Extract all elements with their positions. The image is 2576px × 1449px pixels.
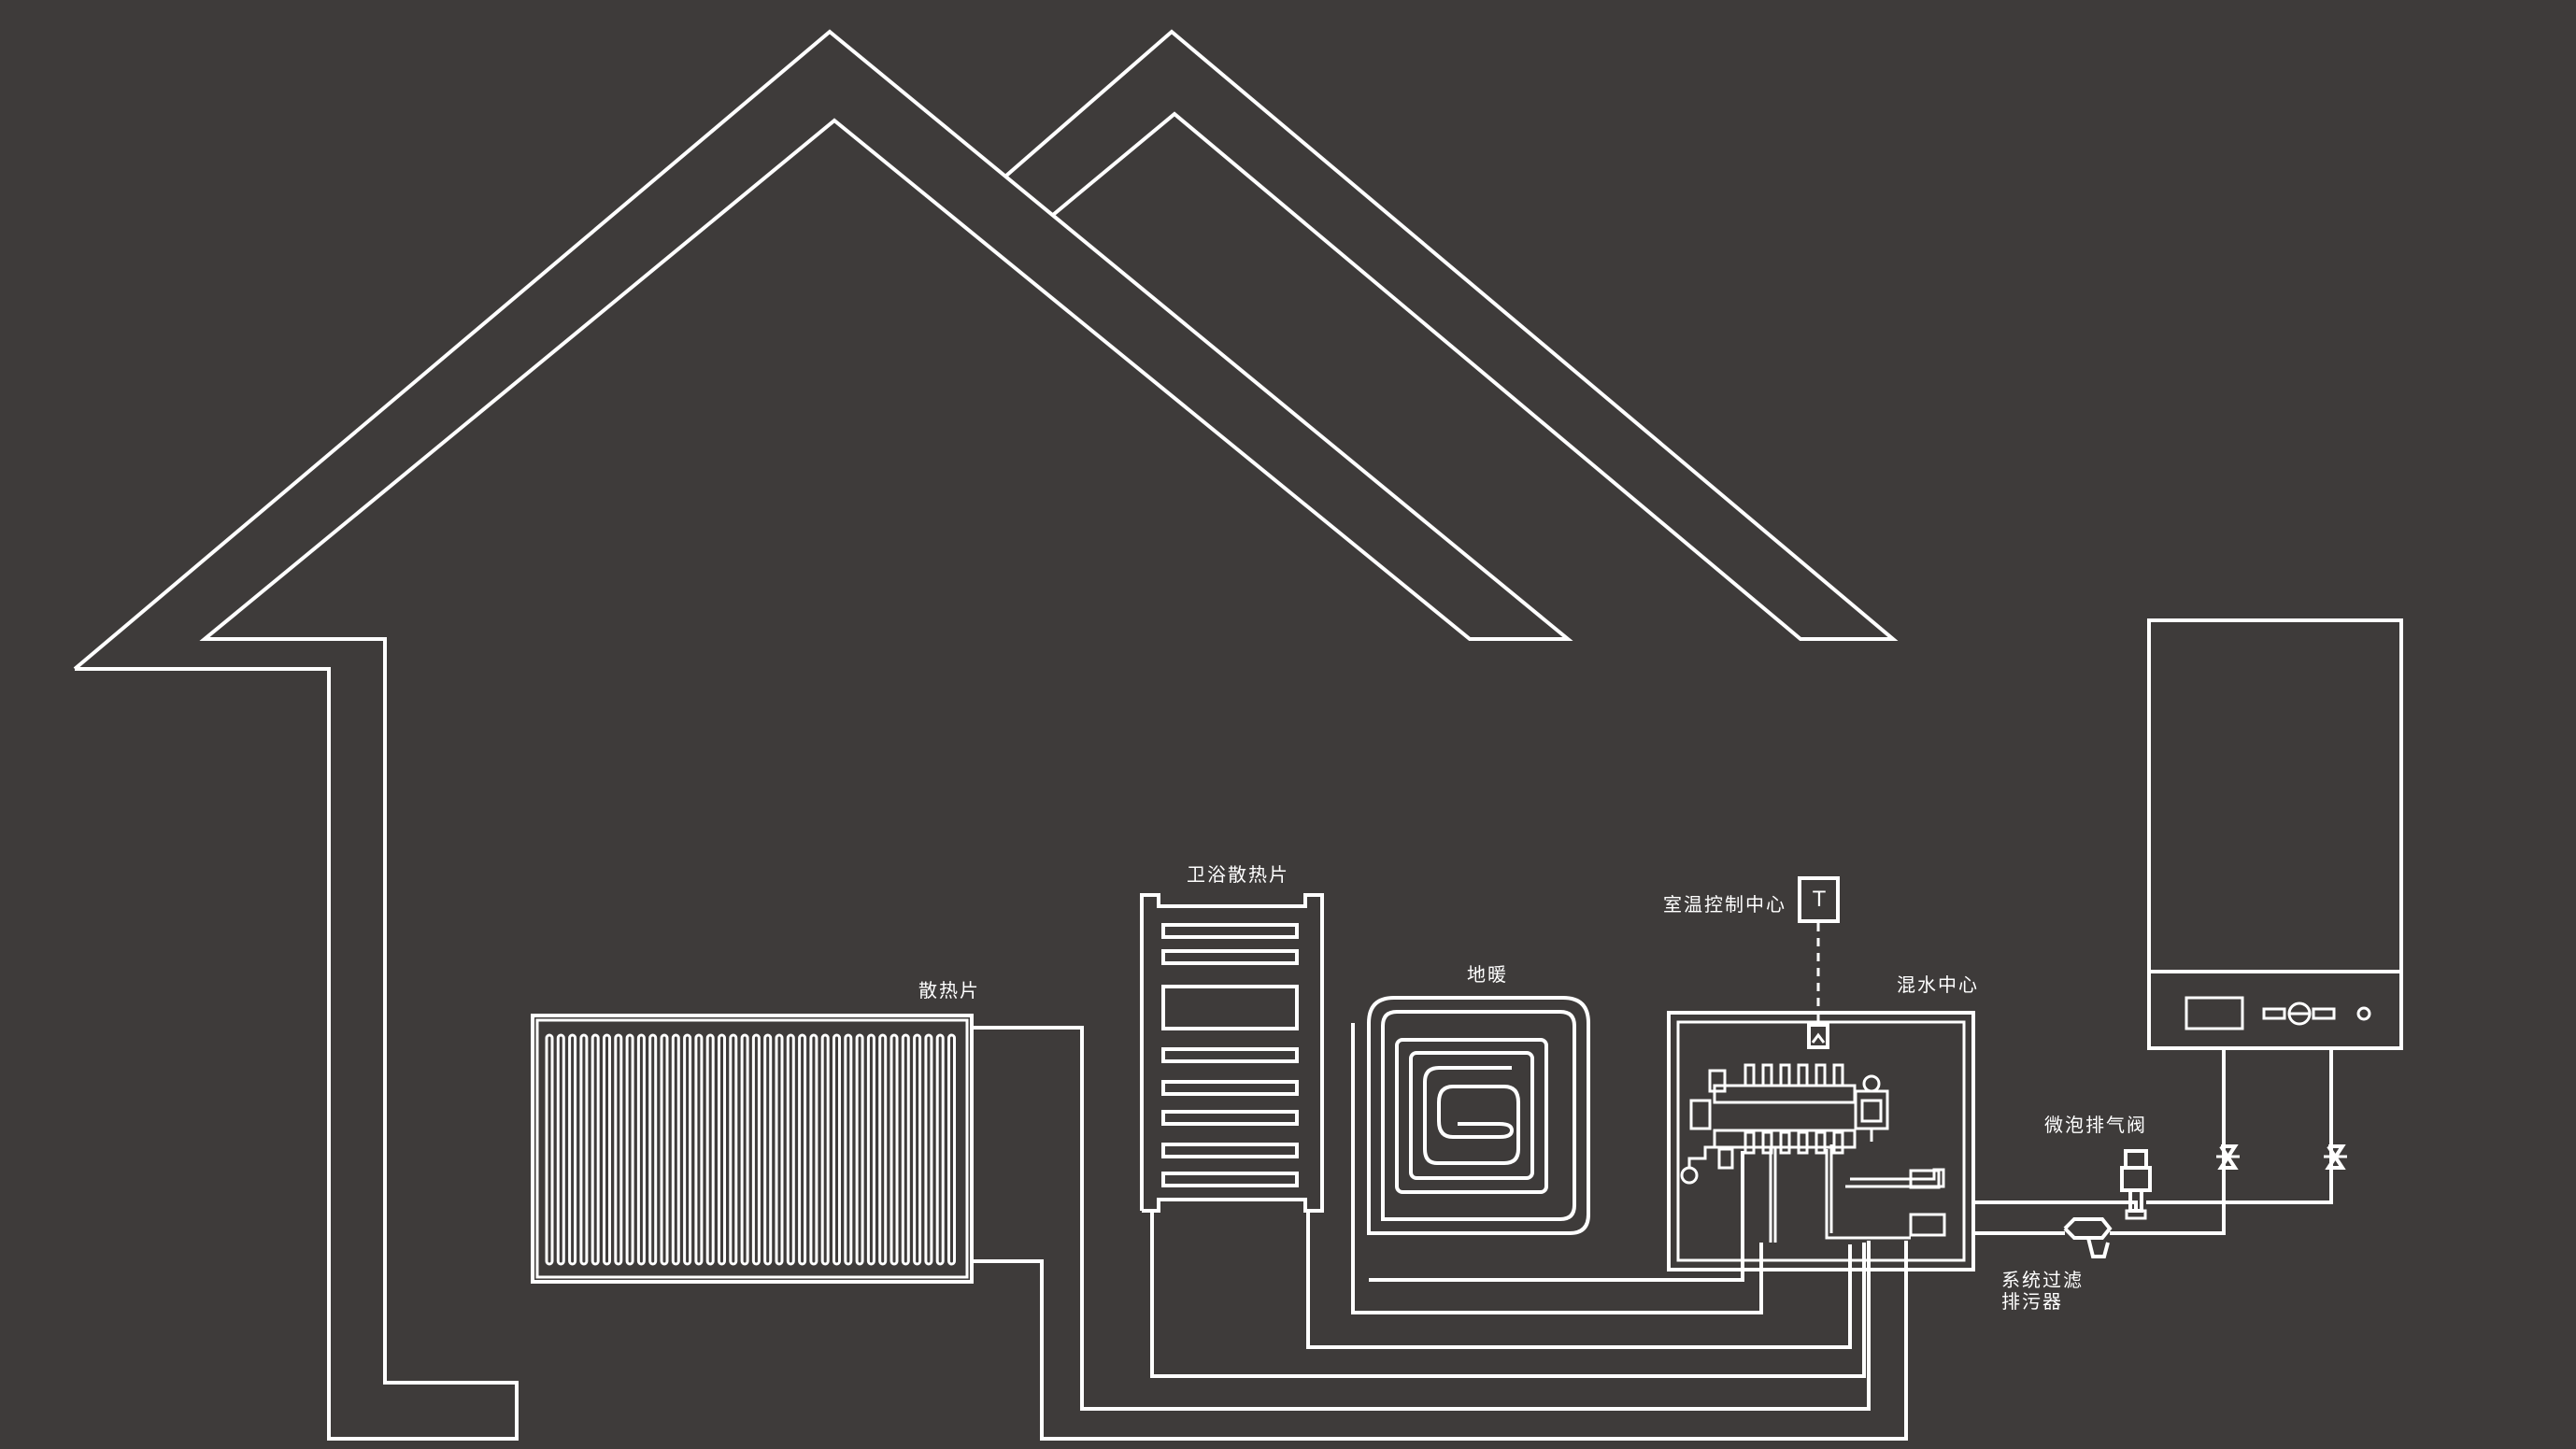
radiator-fin (901, 1033, 910, 1266)
radiator-fin (820, 1033, 830, 1266)
radiator (531, 1014, 974, 1284)
manifold-valve (1797, 1063, 1809, 1087)
manifold-port (1797, 1130, 1809, 1155)
radiator-fin (855, 1033, 864, 1266)
radiator-fin (648, 1033, 658, 1266)
radiator-fin (660, 1033, 669, 1266)
system-filter (2063, 1217, 2113, 1258)
radiator-fin (705, 1033, 715, 1266)
radiator-fin (603, 1033, 611, 1266)
radiator-fin (786, 1033, 795, 1266)
manifold-port (1832, 1130, 1844, 1155)
radiator-fin (568, 1033, 577, 1266)
radiator-fin (798, 1033, 807, 1266)
mixing-center-label: 混水中心 (1897, 973, 1979, 996)
thermostat-center-label: 室温控制中心 (1663, 893, 1786, 916)
radiator-fin (591, 1033, 600, 1266)
manifold-port (1779, 1130, 1791, 1155)
radiator-fin (579, 1033, 589, 1266)
floor-heating-coil (1367, 996, 1590, 1235)
thermostat (1798, 876, 1840, 1023)
air-vent-label: 微泡排气阀 (2044, 1114, 2147, 1136)
radiator-fin (913, 1033, 922, 1266)
wall-boiler (2147, 618, 2403, 1050)
manifold-valve (1743, 1063, 1756, 1087)
radiator-fin (775, 1033, 784, 1266)
manifold-valve (1779, 1063, 1791, 1087)
radiator-fin (935, 1033, 945, 1266)
mixing-center (1667, 1011, 1975, 1271)
house-outline (73, 29, 1899, 1441)
manifold-valve (1832, 1063, 1844, 1087)
radiator-fin (694, 1033, 704, 1266)
manifold-valve (1815, 1063, 1827, 1087)
manifold-port (1743, 1130, 1756, 1155)
radiator-label: 散热片 (918, 979, 980, 1002)
radiator-fin (763, 1033, 773, 1266)
towel-radiator (1140, 893, 1324, 1213)
radiator-fin (809, 1033, 818, 1266)
pipes (972, 1023, 2333, 1441)
radiator-fin (866, 1033, 875, 1266)
manifold-port (1815, 1130, 1827, 1155)
radiator-fin (625, 1033, 634, 1266)
radiator-fin (844, 1033, 853, 1266)
radiator-fin (878, 1033, 888, 1266)
radiator-fin (740, 1033, 749, 1266)
radiator-fin (924, 1033, 933, 1266)
radiator-fin (614, 1033, 623, 1266)
radiator-fin (833, 1033, 841, 1266)
floor-heating-label: 地暖 (1467, 963, 1508, 986)
filter-label-line1: 系统过滤 (2001, 1269, 2084, 1291)
radiator-fin (636, 1033, 646, 1266)
filter-label-line2: 排污器 (2001, 1290, 2063, 1313)
radiator-fin (671, 1033, 680, 1266)
manifold-port (1761, 1130, 1773, 1155)
radiator-fin (947, 1033, 956, 1266)
boiler-valves (2216, 1144, 2347, 1170)
radiator-fin (751, 1033, 761, 1266)
radiator-fin (729, 1033, 738, 1266)
manifold-valve (1761, 1063, 1773, 1087)
radiator-fin (718, 1033, 726, 1266)
radiator-fin (545, 1033, 554, 1266)
radiator-fin (683, 1033, 692, 1266)
radiator-fin (890, 1033, 899, 1266)
towel-radiator-label: 卫浴散热片 (1187, 863, 1289, 886)
air-vent-valve (2120, 1149, 2152, 1220)
radiator-fin (556, 1033, 565, 1266)
thermostat-symbol: T (1813, 888, 1826, 912)
